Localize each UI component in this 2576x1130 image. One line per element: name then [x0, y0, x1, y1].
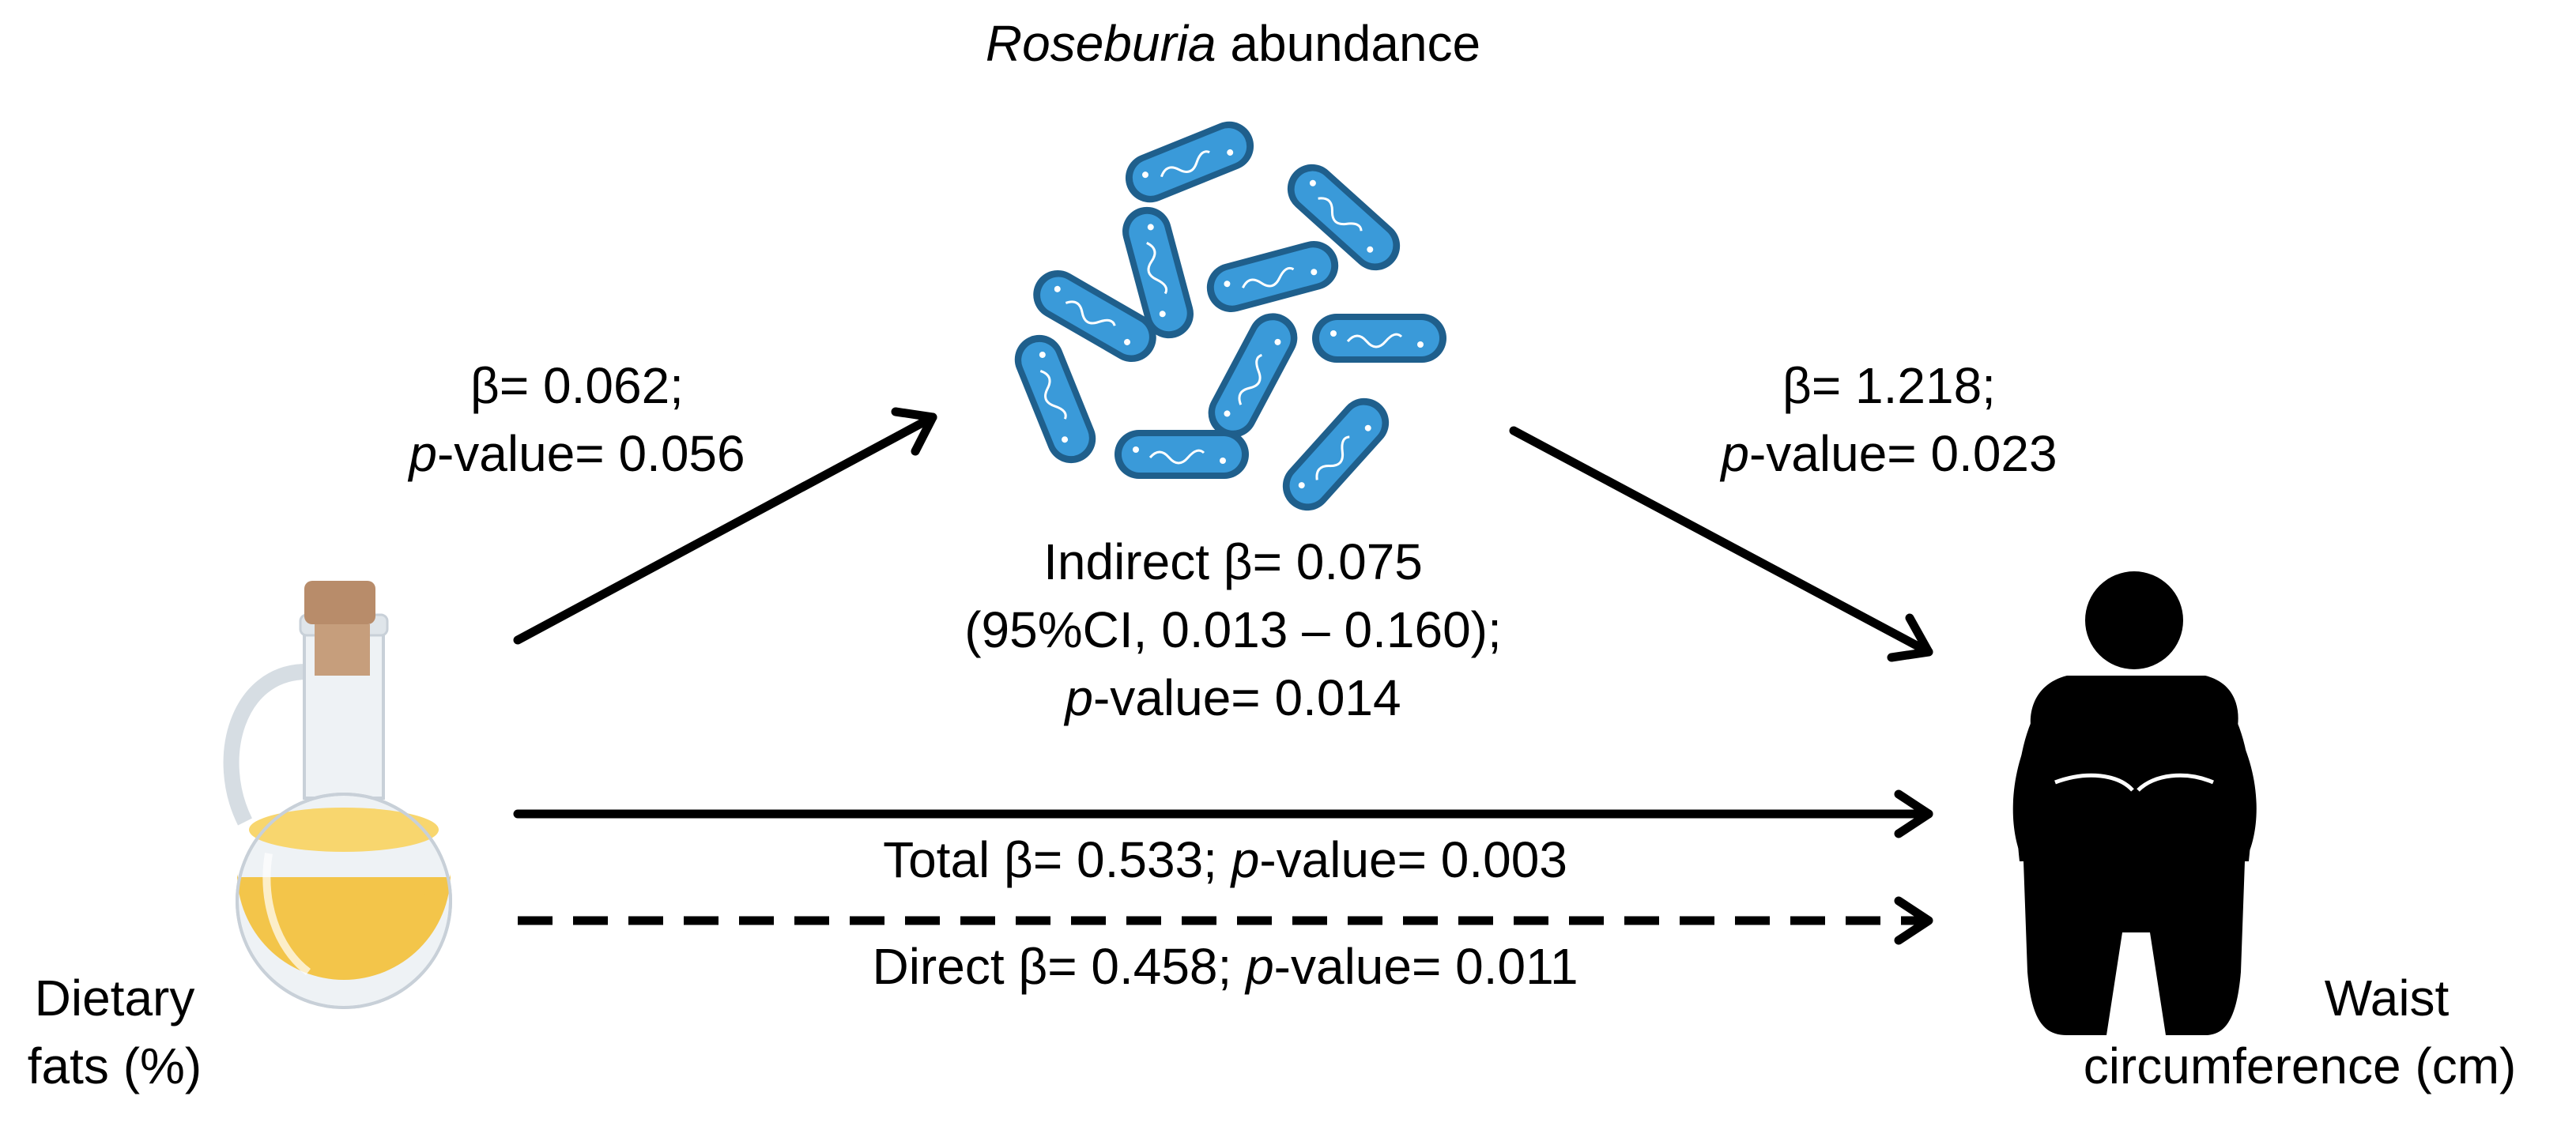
outcome-line1: Waist: [2324, 970, 2450, 1026]
outcome-line2: circumference (cm): [2083, 1038, 2517, 1094]
mediator-title-rest: abundance: [1216, 15, 1481, 72]
total-effect-label: Total β= 0.533; p-value= 0.003: [672, 826, 1778, 894]
path-b-p-rest: -value= 0.023: [1748, 425, 2057, 482]
bacteria-cluster-icon: [1005, 112, 1448, 522]
total-p-italic: p: [1231, 831, 1260, 888]
indirect-line2: (95%CI, 0.013 – 0.160);: [964, 601, 1502, 658]
path-a-arrow: [513, 407, 937, 645]
exposure-line1: Dietary: [34, 970, 195, 1026]
indirect-line3: p-value= 0.014: [838, 664, 1628, 732]
indirect-p-rest: -value= 0.014: [1092, 669, 1401, 726]
direct-effect-label: Direct β= 0.458; p-value= 0.011: [672, 932, 1778, 1000]
path-a-beta: β= 0.062;: [470, 357, 684, 414]
oil-bottle-icon: [223, 581, 452, 1009]
indirect-effect-label: Indirect β= 0.075 (95%CI, 0.013 – 0.160)…: [838, 528, 1628, 732]
path-b-arrow: [1509, 426, 1933, 662]
mediator-title: Roseburia abundance: [956, 9, 1510, 77]
exposure-label: Dietary fats (%): [0, 964, 229, 1100]
path-a-p-rest: -value= 0.056: [436, 425, 745, 482]
path-b-p-italic: p: [1721, 425, 1749, 482]
path-a-p: p-value= 0.056: [300, 420, 854, 488]
mediator-title-italic: Roseburia: [985, 15, 1216, 72]
exposure-line2: fats (%): [27, 1038, 202, 1094]
total-effect-arrow: [513, 789, 1933, 838]
path-b-p: p-value= 0.023: [1612, 420, 2166, 488]
path-b-beta: β= 1.218;: [1782, 357, 1996, 414]
direct-prefix: Direct β= 0.458;: [872, 938, 1247, 995]
path-a-p-italic: p: [409, 425, 437, 482]
direct-p-rest: -value= 0.011: [1273, 938, 1578, 995]
direct-effect-arrow: [518, 896, 1933, 945]
outcome-label: Waist circumference (cm): [2023, 964, 2576, 1100]
person-silhouette-icon: [2012, 571, 2257, 1035]
total-p-rest: -value= 0.003: [1259, 831, 1567, 888]
path-a-label: β= 0.062; p-value= 0.056: [300, 352, 854, 488]
indirect-p-italic: p: [1065, 669, 1093, 726]
indirect-line1: Indirect β= 0.075: [1043, 533, 1423, 590]
direct-p-italic: p: [1246, 938, 1274, 995]
total-prefix: Total β= 0.533;: [883, 831, 1231, 888]
path-b-label: β= 1.218; p-value= 0.023: [1612, 352, 2166, 488]
